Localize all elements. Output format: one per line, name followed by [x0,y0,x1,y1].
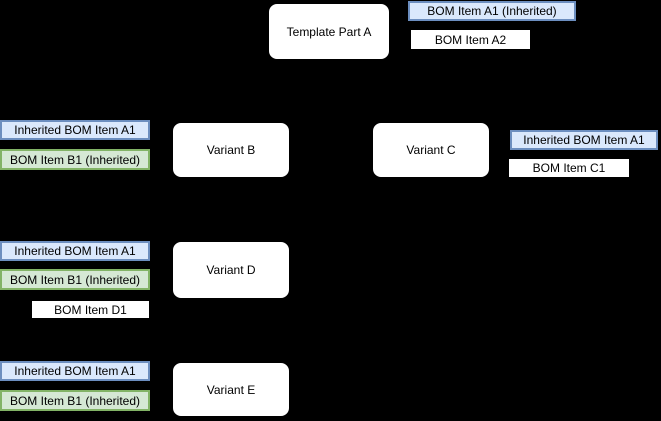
variant-b-inherited-bom-a1-badge: Inherited BOM Item A1 [0,120,150,140]
bom-item-a1-inherited-badge: BOM Item A1 (Inherited) [408,1,576,21]
variant-d-inherited-bom-a1-badge: Inherited BOM Item A1 [0,241,150,261]
variant-e-bom-b1-inherited-badge: BOM Item B1 (Inherited) [0,390,150,411]
node-variant-b-label: Variant B [206,143,256,157]
node-variant-e-label: Variant E [206,382,256,397]
node-variant-e: Variant E [172,362,290,417]
node-variant-c-label: Variant C [406,143,456,157]
variant-b-bom-b1-inherited-badge: BOM Item B1 (Inherited) [0,149,150,170]
variant-e-inherited-bom-a1-badge: Inherited BOM Item A1 [0,361,150,381]
variant-d-bom-b1-inherited-badge: BOM Item B1 (Inherited) [0,269,150,290]
node-variant-c: Variant C [372,122,490,178]
node-variant-d: Variant D [172,241,290,299]
bom-item-a2-badge: BOM Item A2 [410,29,531,50]
variant-d-bom-d1-badge: BOM Item D1 [31,300,150,319]
variant-c-inherited-bom-a1-badge: Inherited BOM Item A1 [510,130,658,150]
node-template-part-a: Template Part A [268,3,390,60]
node-variant-d-label: Variant D [206,263,256,277]
variant-c-bom-c1-badge: BOM Item C1 [508,158,630,178]
node-variant-b: Variant B [172,122,290,178]
node-template-part-a-label: Template Part A [286,24,372,39]
